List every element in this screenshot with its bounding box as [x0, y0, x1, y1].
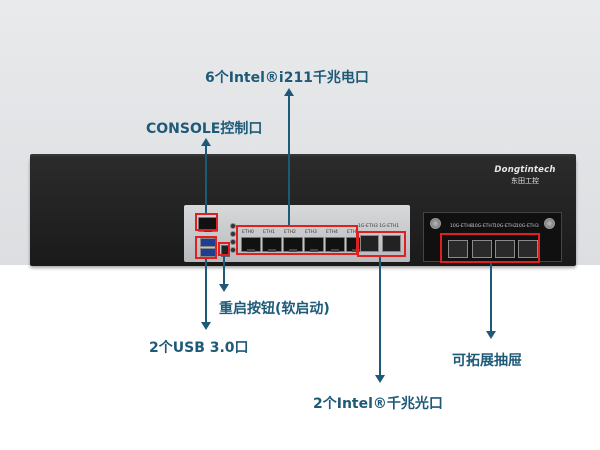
ethernet-port-1[interactable]	[241, 237, 261, 252]
eth-label: ETH3	[305, 230, 317, 235]
eth-label: ETH2	[284, 230, 296, 235]
eth-label: ETH0	[242, 230, 254, 235]
screw-icon	[430, 218, 441, 229]
sfp-port-2[interactable]	[382, 235, 401, 252]
highlight-copper-ports	[236, 225, 358, 255]
eth-label: ETH1	[263, 230, 275, 235]
arrow-down-icon	[375, 375, 385, 383]
arrow-line	[205, 144, 207, 213]
drawer-sfp-port-3[interactable]	[495, 240, 515, 258]
arrow-line	[379, 257, 381, 377]
highlight-reset	[218, 242, 230, 256]
sfp-group-label: 1G-ETH3 1G-ETH1	[358, 224, 400, 229]
arrow-up-icon	[201, 138, 211, 146]
callout-reset: 重启按钮(软启动)	[219, 301, 330, 317]
brand-logo: Dongtintech 东田工控	[490, 165, 560, 186]
sfp-port-1[interactable]	[360, 235, 379, 252]
drawer-label: 10G-ETH3	[516, 224, 539, 229]
highlight-usb	[195, 236, 217, 259]
callout-usb: 2个USB 3.0口	[149, 340, 249, 356]
led-indicator	[230, 231, 236, 237]
led-indicator	[230, 247, 236, 253]
brand-cn: 东田工控	[511, 177, 539, 185]
ethernet-port-2[interactable]	[262, 237, 282, 252]
drawer-label: 10G-ETH2	[494, 224, 517, 229]
arrow-down-icon	[486, 331, 496, 339]
drawer-sfp-port-4[interactable]	[518, 240, 538, 258]
arrow-down-icon	[201, 322, 211, 330]
led-indicator	[230, 223, 236, 229]
drawer-sfp-port-1[interactable]	[448, 240, 468, 258]
arrow-line	[288, 94, 290, 225]
arrow-line	[205, 259, 207, 323]
arrow-line	[223, 256, 225, 286]
eth-label: ETH4	[326, 230, 338, 235]
drawer-label: 10G-ETH7	[472, 224, 495, 229]
arrow-up-icon	[284, 88, 294, 96]
ethernet-port-4[interactable]	[304, 237, 324, 252]
highlight-console	[195, 213, 218, 231]
drawer-label: 10G-ETH8	[450, 224, 473, 229]
arrow-line	[490, 263, 492, 333]
drawer-sfp-port-2[interactable]	[472, 240, 492, 258]
ethernet-port-5[interactable]	[325, 237, 345, 252]
callout-drawer: 可拓展抽屉	[452, 353, 522, 369]
callout-console: CONSOLE控制口	[146, 121, 263, 137]
led-indicator	[230, 239, 236, 245]
highlight-fiber-ports	[357, 231, 406, 257]
chassis-top	[30, 154, 576, 160]
callout-fiber-ports: 2个Intel®千兆光口	[313, 396, 443, 412]
eth-label: ETH5	[347, 230, 359, 235]
ethernet-port-3[interactable]	[283, 237, 303, 252]
arrow-down-icon	[219, 284, 229, 292]
screw-icon	[544, 218, 555, 229]
callout-copper-ports: 6个Intel®i211千兆电口	[205, 70, 369, 86]
brand-name: Dongtintech	[494, 165, 556, 175]
highlight-drawer	[440, 233, 540, 263]
